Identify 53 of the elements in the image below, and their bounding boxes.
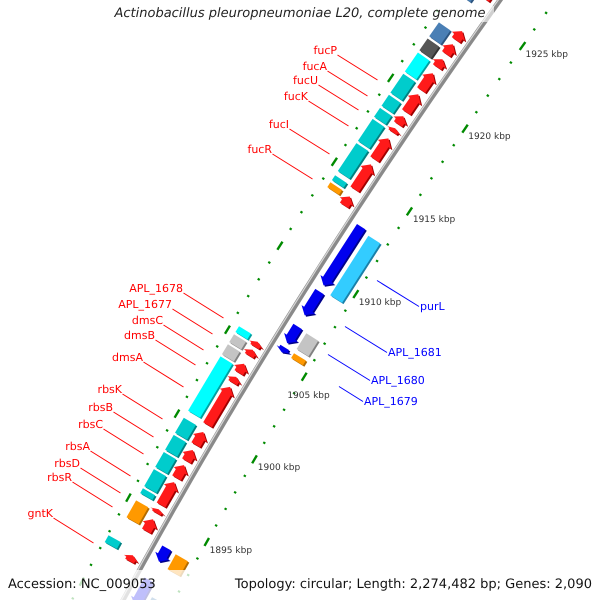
footer-text: Accession: NC_009053 xyxy=(8,577,156,593)
leader-line xyxy=(344,326,388,353)
gene-label: APL_1681 xyxy=(388,346,442,359)
leader-line xyxy=(122,394,163,420)
gene-label: rbsB xyxy=(88,401,113,414)
leader-line xyxy=(338,386,364,402)
leader-line xyxy=(172,308,213,334)
scale-label: 1900 kbp xyxy=(258,462,300,474)
leader-line xyxy=(308,100,349,126)
gene-label: fucU xyxy=(293,74,318,87)
leader-line xyxy=(72,482,113,508)
leader-line xyxy=(53,518,94,544)
gene-label: rbsC xyxy=(78,418,103,431)
leader-line xyxy=(328,354,370,381)
gene-label: fucK xyxy=(284,90,308,103)
footer-text: Topology: circular; Length: 2,274,482 bp; Genes: 2,090 xyxy=(234,577,592,593)
leader-line xyxy=(103,428,144,454)
gene-label: fucR xyxy=(247,143,272,156)
gene-label: purL xyxy=(420,300,445,313)
gene-label: APL_1680 xyxy=(371,374,425,387)
leader-line xyxy=(113,412,154,438)
scale-label: 1910 kbp xyxy=(358,298,402,310)
leader-line xyxy=(163,324,204,350)
gene-label: rbsA xyxy=(65,440,90,453)
scale-label: 1895 kbp xyxy=(210,546,252,558)
leader-line xyxy=(318,84,359,110)
gene-label: fucI xyxy=(268,118,289,131)
gene-label: APL_1677 xyxy=(118,298,172,311)
gene-label: fucP xyxy=(313,44,337,57)
gene-label: rbsK xyxy=(98,383,122,396)
gene-label: gntK xyxy=(28,507,53,520)
leader-line xyxy=(80,468,121,494)
gene-label: dmsA xyxy=(112,351,143,364)
leader-line xyxy=(272,154,313,180)
leader-line xyxy=(183,292,224,318)
leader-line xyxy=(327,70,368,96)
leader-line xyxy=(337,54,378,80)
gene-label: dmsB xyxy=(124,329,155,342)
leader-line xyxy=(143,362,184,388)
leader-line xyxy=(155,340,196,366)
gene-label: rbsD xyxy=(54,457,80,470)
scale-label: 1905 kbp xyxy=(287,390,330,402)
gene-label: fucA xyxy=(302,60,327,73)
gene-label: APL_1678 xyxy=(129,282,183,295)
scale-label: 1920 kbp xyxy=(468,132,511,144)
gene-label: dmsC xyxy=(132,314,163,327)
scale-label: 1925 kbp xyxy=(526,50,568,61)
leader-line xyxy=(90,450,131,476)
gene-label: rbsR xyxy=(47,471,72,484)
scale-label: 1915 kbp xyxy=(412,214,456,226)
leader-line xyxy=(289,128,330,154)
leader-line xyxy=(376,280,420,307)
gene-label: APL_1679 xyxy=(364,395,418,408)
